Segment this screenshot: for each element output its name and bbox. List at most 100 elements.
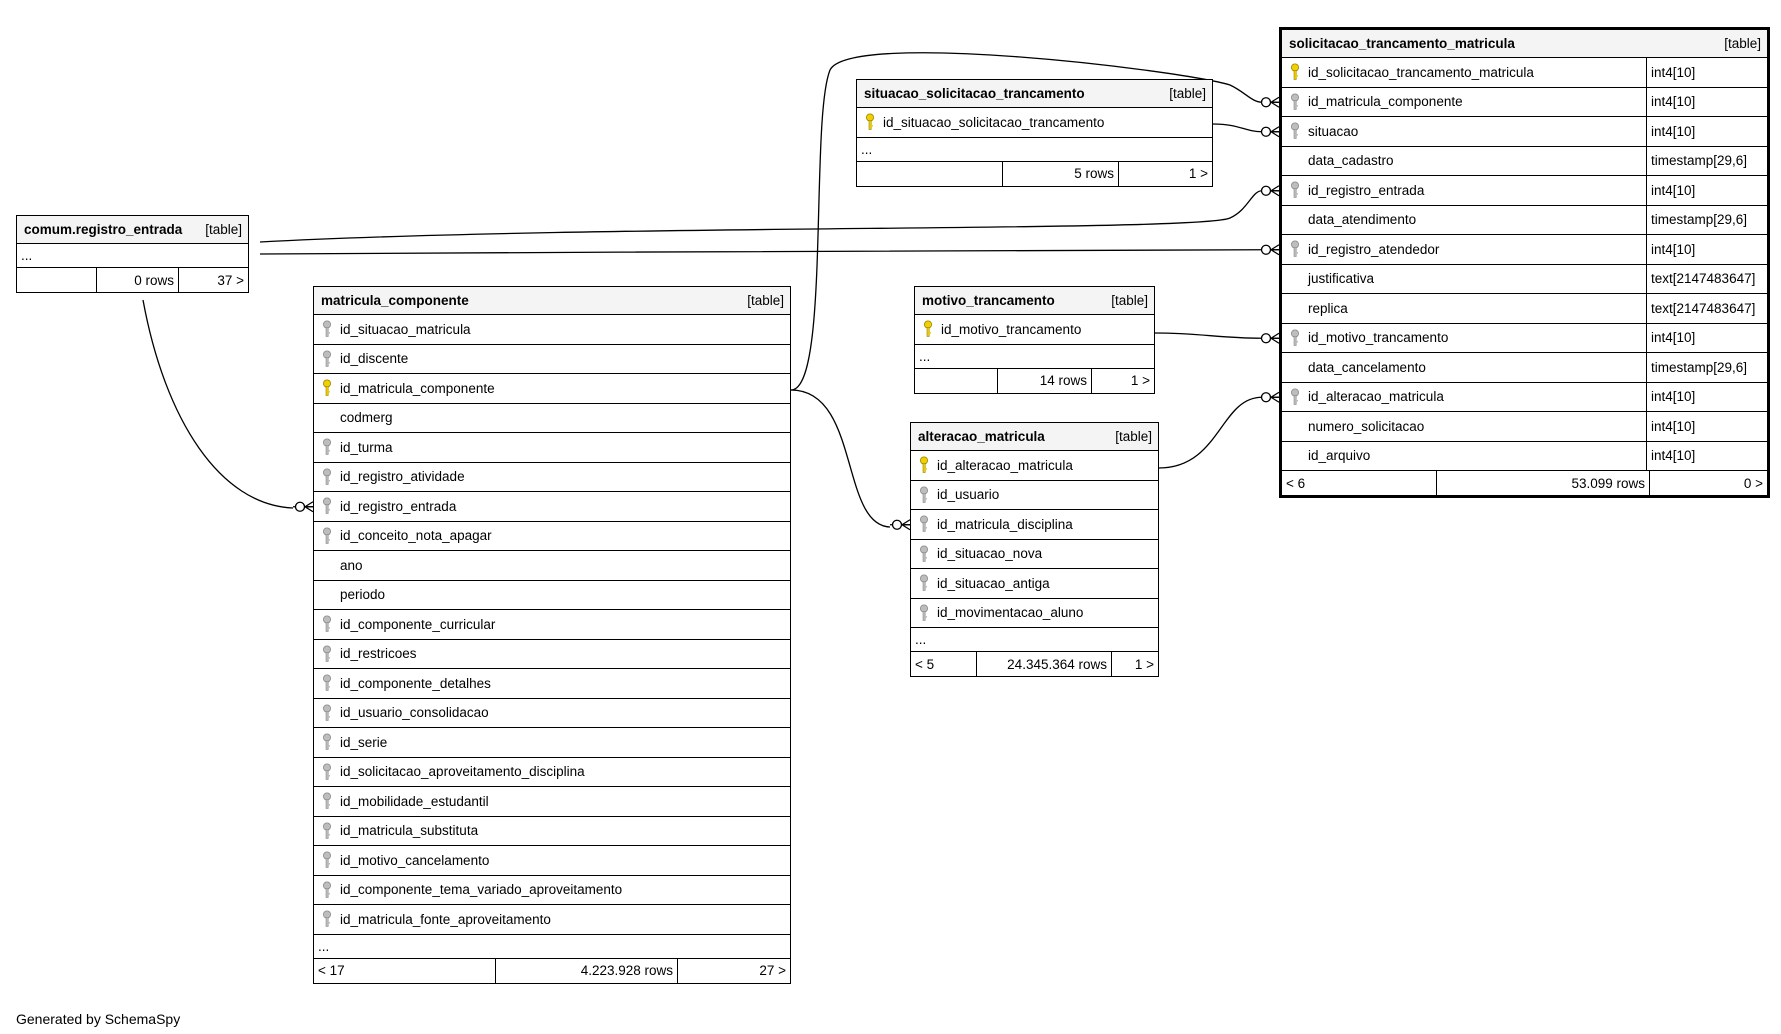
table-name[interactable]: alteracao_matricula [918, 429, 1045, 444]
column-row[interactable]: id_componente_detalhes [314, 669, 790, 699]
column-row[interactable]: id_conceito_nota_apagar [314, 522, 790, 551]
column-name[interactable]: id_turma [340, 439, 393, 455]
column-row[interactable]: ano [314, 551, 790, 581]
children-count[interactable]: 37 > [217, 272, 244, 288]
column-name[interactable]: id_serie [340, 734, 388, 750]
column-name[interactable]: id_solicitacao_aproveitamento_disciplina [340, 764, 585, 780]
column-row[interactable]: id_solicitacao_aproveitamento_disciplina [314, 758, 790, 787]
parents-count[interactable]: < 5 [911, 652, 977, 676]
column-row[interactable]: id_restricoes [314, 640, 790, 669]
column-row[interactable]: id_mobilidade_estudantil [314, 787, 790, 817]
column-row[interactable]: id_motivo_cancelamento [314, 846, 790, 876]
column-row[interactable]: id_discente [314, 345, 790, 374]
column-name[interactable]: id_alteracao_matricula [1308, 389, 1444, 405]
column-name[interactable]: justificativa [1308, 271, 1375, 287]
column-name[interactable]: id_registro_atendedor [1308, 241, 1440, 257]
column-name[interactable]: periodo [340, 587, 386, 603]
parents-count[interactable] [857, 161, 1003, 186]
column-name[interactable]: codmerg [340, 410, 393, 426]
table-situacao-solicitacao-trancamento[interactable]: situacao_solicitacao_trancamento[table]i… [856, 79, 1213, 187]
column-row[interactable]: id_turma [314, 433, 790, 463]
column-name[interactable]: id_motivo_trancamento [941, 321, 1082, 337]
table-name[interactable]: motivo_trancamento [922, 293, 1055, 308]
table-name[interactable]: solicitacao_trancamento_matricula [1289, 36, 1515, 51]
table-alteracao-matricula[interactable]: alteracao_matricula[table] id_alteracao_m… [910, 422, 1159, 677]
column-row[interactable]: id_situacao_matricula [314, 315, 790, 345]
column-name[interactable]: id_registro_entrada [1308, 182, 1425, 198]
column-row[interactable]: id_movimentacao_aluno [911, 599, 1158, 628]
column-name[interactable]: id_situacao_solicitacao_trancamento [883, 114, 1105, 130]
column-name[interactable]: id_arquivo [1308, 448, 1371, 464]
children-count[interactable]: 1 > [1130, 373, 1150, 388]
column-name[interactable]: situacao [1308, 123, 1359, 139]
table-header[interactable]: solicitacao_trancamento_matricula[table] [1282, 30, 1767, 58]
table-header[interactable]: matricula_componente[table] [314, 287, 790, 315]
column-name[interactable]: id_restricoes [340, 646, 417, 662]
column-row[interactable]: periodo [314, 581, 790, 610]
children-count[interactable]: 0 > [1743, 475, 1763, 491]
column-row[interactable]: id_situacao_solicitacao_trancamento [857, 108, 1212, 138]
children-count[interactable]: 1 > [1188, 166, 1208, 181]
table-header[interactable]: motivo_trancamento[table] [915, 287, 1154, 315]
column-name[interactable]: id_mobilidade_estudantil [340, 793, 489, 809]
column-name[interactable]: id_situacao_matricula [340, 321, 471, 337]
column-name[interactable]: id_usuario_consolidacao [340, 705, 489, 721]
column-name[interactable]: id_situacao_nova [937, 546, 1043, 562]
column-name[interactable]: id_discente [340, 351, 409, 367]
column-row[interactable]: id_usuario [911, 481, 1158, 510]
column-row[interactable]: id_alteracao_matricula [911, 451, 1158, 481]
column-row[interactable]: id_matricula_componente [314, 374, 790, 404]
parents-count[interactable]: < 17 [314, 958, 496, 983]
column-name[interactable]: id_registro_entrada [340, 498, 457, 514]
column-name[interactable]: id_componente_curricular [340, 616, 496, 632]
column-row[interactable]: id_situacao_antiga [911, 569, 1158, 599]
column-row[interactable]: codmerg [314, 404, 790, 433]
table-matricula-componente[interactable]: matricula_componente[table] id_situacao_m… [313, 286, 791, 984]
children-count[interactable]: 27 > [759, 963, 786, 978]
column-row[interactable]: id_registro_atividade [314, 463, 790, 492]
column-name[interactable]: id_solicitacao_trancamento_matricula [1308, 64, 1534, 80]
parents-count[interactable] [17, 268, 97, 292]
parents-count[interactable] [915, 368, 998, 393]
column-name[interactable]: id_componente_detalhes [340, 675, 491, 691]
column-row[interactable]: id_situacao_nova [911, 540, 1158, 569]
column-name[interactable]: id_matricula_componente [340, 380, 495, 396]
column-name[interactable]: id_movimentacao_aluno [937, 605, 1084, 621]
parents-count[interactable]: < 6 [1282, 471, 1437, 495]
column-name[interactable]: data_atendimento [1308, 212, 1417, 228]
table-name[interactable]: matricula_componente [321, 293, 469, 308]
column-name[interactable]: numero_solicitacao [1308, 418, 1425, 434]
column-row[interactable]: id_usuario_consolidacao [314, 699, 790, 728]
table-header[interactable]: alteracao_matricula[table] [911, 423, 1158, 451]
column-name[interactable]: id_alteracao_matricula [937, 457, 1073, 473]
column-row[interactable]: id_motivo_trancamento [915, 315, 1154, 345]
children-count[interactable]: 1 > [1134, 656, 1154, 672]
table-name[interactable]: situacao_solicitacao_trancamento [864, 86, 1085, 101]
column-row[interactable]: id_componente_tema_variado_aproveitament… [314, 876, 790, 905]
column-name[interactable]: id_usuario [937, 487, 1000, 503]
table-header[interactable]: comum.registro_entrada[table] [17, 216, 248, 244]
column-name[interactable]: id_matricula_fonte_aproveitamento [340, 911, 551, 927]
column-row[interactable]: id_serie [314, 728, 790, 758]
column-name[interactable]: replica [1308, 300, 1348, 316]
column-name[interactable]: id_motivo_cancelamento [340, 852, 490, 868]
table-name[interactable]: comum.registro_entrada [24, 222, 183, 237]
column-name[interactable]: id_matricula_componente [1308, 94, 1463, 110]
column-name[interactable]: id_matricula_disciplina [937, 516, 1073, 532]
column-name[interactable]: data_cadastro [1308, 153, 1394, 169]
column-row[interactable]: id_componente_curricular [314, 610, 790, 640]
table-solicitacao-trancamento-matricula[interactable]: solicitacao_trancamento_matricula[table]… [1279, 27, 1770, 498]
column-name[interactable]: data_cancelamento [1308, 359, 1426, 375]
